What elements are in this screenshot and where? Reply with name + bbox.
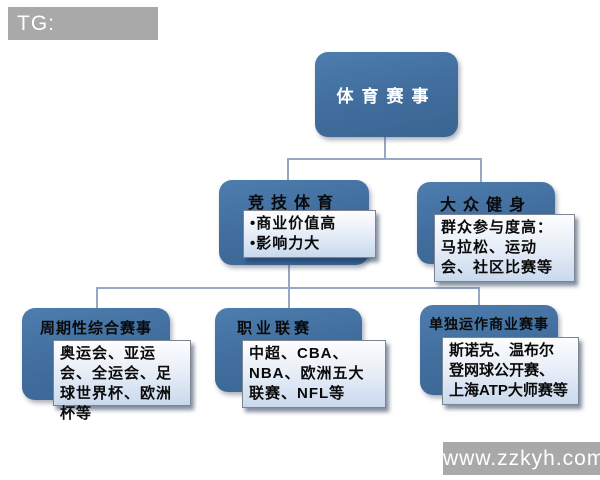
node-periodic-events-label: 周期性综合赛事: [39, 320, 152, 337]
connector-drop-competitive: [287, 158, 289, 182]
note-line: 会、全运会、足: [60, 365, 173, 382]
note-line: 群众参与度高：: [441, 219, 554, 236]
note-line: •商业价值高: [250, 215, 337, 232]
node-sports-events: 体育赛事: [315, 52, 458, 137]
note-periodic-events: 奥运会、亚运 会、全运会、足 球世界杯、欧洲 杯等: [53, 340, 191, 422]
note-commercial-events: 斯诺克、温布尔 登网球公开赛、 上海ATP大师赛等: [442, 337, 579, 405]
connector-root-stem: [384, 137, 386, 159]
note-line: NBA、欧洲五大: [249, 365, 365, 382]
connector-drop-mass-fitness: [480, 158, 482, 184]
connector-drop-periodic: [96, 287, 98, 309]
node-competitive-sports-label: 竞技体育: [247, 195, 340, 212]
note-line: 奥运会、亚运: [60, 345, 157, 362]
connector-level2-horizontal: [287, 158, 482, 160]
node-pro-leagues-label: 职业联赛: [237, 320, 314, 337]
connector-drop-commercial: [478, 287, 480, 306]
note-pro-leagues: 中超、CBA、 NBA、欧洲五大 联赛、NFL等: [242, 340, 386, 408]
note-competitive-sports: •商业价值高 •影响力大: [243, 210, 376, 258]
node-mass-fitness-label: 大众健身: [439, 197, 532, 214]
note-mass-fitness: 群众参与度高： 马拉松、运动 会、社区比赛等: [434, 214, 575, 282]
note-line: 球世界杯、欧洲: [60, 385, 173, 402]
note-line: 上海ATP大师赛等: [449, 382, 568, 399]
watermark-bottom-right: www.zzkyh.com: [443, 442, 600, 475]
note-line: 登网球公开赛、: [449, 362, 555, 379]
node-commercial-events-label: 单独运作商业赛事: [429, 316, 549, 332]
note-line: 斯诺克、温布尔: [449, 342, 555, 359]
note-line: 马拉松、运动: [441, 239, 538, 256]
connector-competitive-stem: [288, 265, 290, 288]
note-line: 中超、CBA、: [249, 345, 349, 362]
note-line: 联赛、NFL等: [249, 385, 346, 402]
connector-drop-pro-league: [288, 287, 290, 309]
node-sports-events-label: 体育赛事: [336, 87, 437, 106]
note-line: 会、社区比赛等: [441, 259, 554, 276]
note-line: 杯等: [60, 405, 93, 422]
note-line: •影响力大: [250, 235, 321, 252]
watermark-top-left: TG: MYYJJPP: [8, 7, 158, 68]
